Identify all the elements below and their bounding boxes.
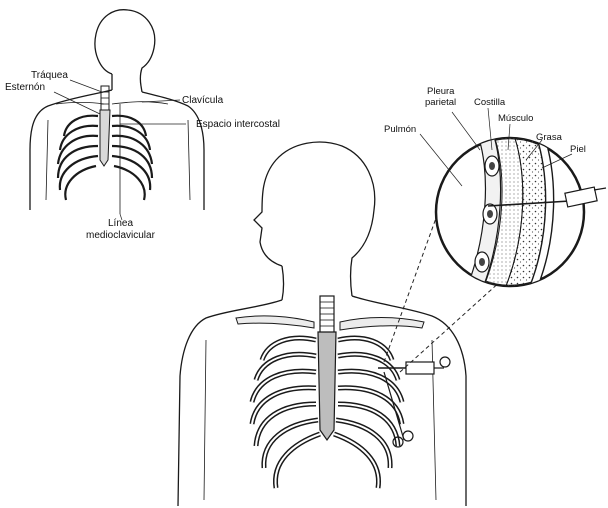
label-clavicle: Clavícula xyxy=(182,95,224,106)
small-figure-head xyxy=(95,10,155,86)
small-figure xyxy=(30,10,204,214)
large-figure-neck xyxy=(282,266,284,300)
large-figure-head xyxy=(254,142,375,296)
large-figure-sternum xyxy=(318,332,336,440)
label-muscle: Músculo xyxy=(498,113,533,124)
small-figure-torso xyxy=(30,90,204,210)
small-figure-neck xyxy=(112,74,142,92)
small-figure-sternum xyxy=(100,110,110,166)
small-figure-arms xyxy=(46,120,190,200)
label-midclavicular-line-2: medioclavicular xyxy=(86,230,156,241)
label-trachea: Tráquea xyxy=(31,70,68,81)
large-figure-ribs-right xyxy=(334,338,402,488)
label-lung: Pulmón xyxy=(384,124,416,135)
label-midclavicular-line-1: Línea xyxy=(108,218,133,229)
detail-inset xyxy=(436,130,606,300)
small-figure-ribs-right xyxy=(112,116,152,200)
label-skin: Piel xyxy=(570,144,586,155)
label-fat: Grasa xyxy=(536,132,563,143)
label-parietal-pleura-2: parietal xyxy=(425,97,456,108)
label-parietal-pleura-1: Pleura xyxy=(427,86,455,97)
label-intercostal-space: Espacio intercostal xyxy=(196,119,280,130)
label-sternum: Esternón xyxy=(5,82,45,93)
large-figure xyxy=(178,142,466,506)
small-figure-ribs-left xyxy=(58,116,98,200)
label-rib: Costilla xyxy=(474,97,506,108)
large-figure-ribs-left xyxy=(252,338,320,488)
small-figure-clavicles xyxy=(56,102,168,104)
large-figure-trachea xyxy=(320,296,334,334)
